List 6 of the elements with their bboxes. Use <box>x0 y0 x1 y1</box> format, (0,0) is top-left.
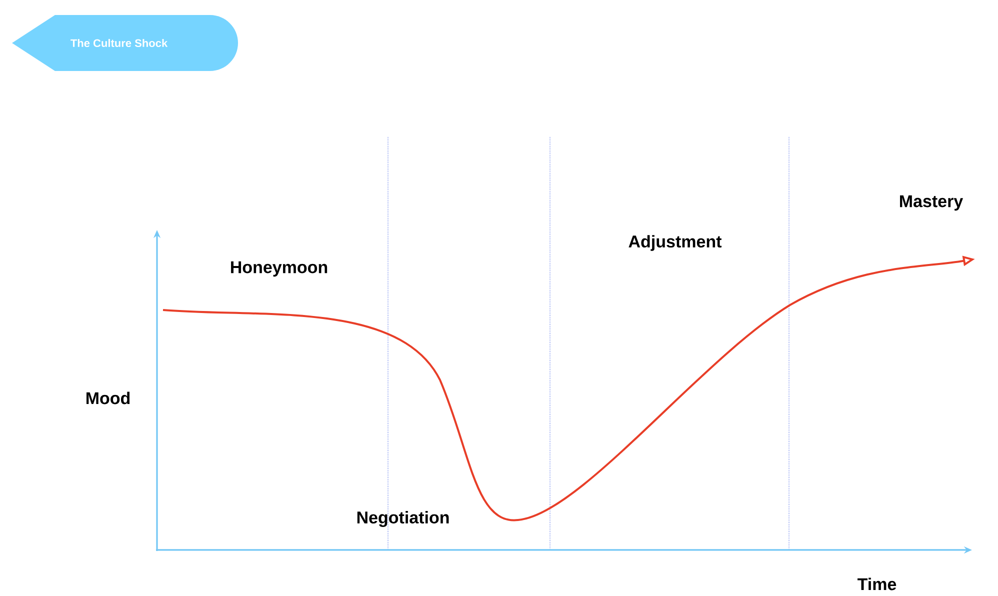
phase-label: Time <box>858 578 896 590</box>
phase-label: Mastery <box>900 195 964 211</box>
phase-label: Mood <box>86 392 130 404</box>
phase-label: Adjustment <box>628 235 722 251</box>
phase-label: Honeymoon <box>231 261 328 277</box>
phase-label: Negotiation <box>357 511 449 527</box>
